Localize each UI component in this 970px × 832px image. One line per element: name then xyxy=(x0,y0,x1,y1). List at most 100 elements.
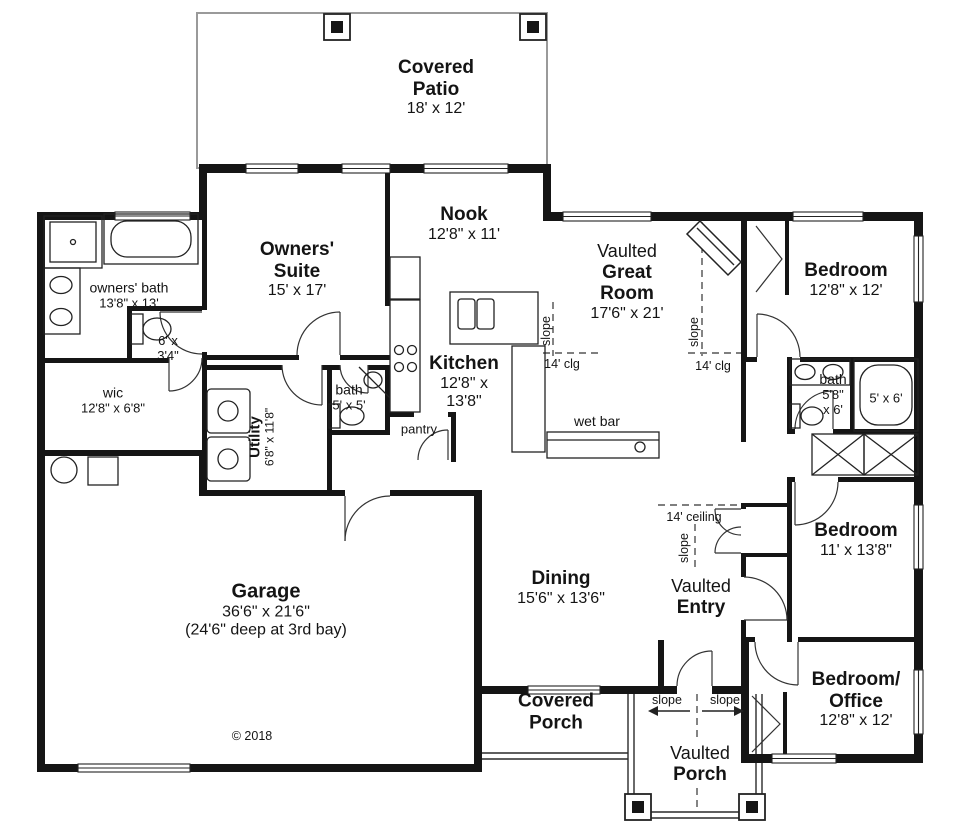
door-swing xyxy=(159,311,203,355)
double-vanity xyxy=(43,267,81,335)
ceiling-height-right-text: 14' clg xyxy=(695,358,731,373)
label-toilet-room-dims: 6' x 3'4" xyxy=(157,333,179,364)
toilet xyxy=(130,313,172,345)
window xyxy=(562,211,652,222)
owners-bath-name: owners' bath xyxy=(89,279,169,296)
utility-name: Utility xyxy=(246,416,264,458)
door-swing xyxy=(281,364,323,406)
utility-fixtures xyxy=(206,388,251,482)
vaulted-entry-pre: Vaulted xyxy=(671,575,731,596)
windows xyxy=(77,163,924,773)
bathtub xyxy=(853,358,919,432)
bath-2-name: bath xyxy=(819,371,847,388)
door-swing xyxy=(168,357,203,392)
patio-outline xyxy=(196,12,548,169)
door-swing xyxy=(344,495,391,542)
window xyxy=(913,235,924,303)
slope-direction-arrows xyxy=(648,706,744,716)
owners-suite-name-2: Suite xyxy=(273,260,321,282)
label-slope-top-left: slope xyxy=(539,316,553,346)
bedroom-1-name: Bedroom xyxy=(804,260,888,282)
counter xyxy=(389,299,421,413)
copyright-notice: © 2018 xyxy=(232,729,273,743)
label-slope-porch-left: slope xyxy=(652,693,682,707)
garage-name: Garage xyxy=(231,580,301,603)
slope-top-right-text: slope xyxy=(686,317,701,347)
entry-ceiling-text: 14' ceiling xyxy=(666,509,722,524)
nook-name: Nook xyxy=(440,204,488,226)
window xyxy=(423,163,509,174)
covered-porch-name-2: Porch xyxy=(529,712,583,733)
window xyxy=(245,163,299,174)
label-ceiling-height-left: 14' clg xyxy=(544,357,580,371)
bath-2-dims-1: 5'8" xyxy=(822,387,844,403)
bedroom-1-dims: 12'8" x 12' xyxy=(809,281,883,299)
closet-door-swing xyxy=(714,526,742,554)
bath-1-name: bath xyxy=(335,381,363,398)
door-swing xyxy=(756,313,801,358)
label-nook: Nook 12'8" x 11' xyxy=(428,204,500,244)
window xyxy=(341,163,391,174)
label-great-room: Vaulted Great Room 17'6" x 21' xyxy=(590,241,663,323)
garage-door xyxy=(77,763,191,773)
owners-suite-name-1: Owners' xyxy=(259,239,335,261)
label-kitchen: Kitchen 12'8" x 13'8" xyxy=(429,353,499,411)
walls xyxy=(37,164,923,772)
door-swing xyxy=(794,481,839,526)
window xyxy=(527,685,601,695)
toilet-room-dims-2: 3'4" xyxy=(157,348,179,363)
toilet xyxy=(789,403,824,429)
label-vaulted-porch: Vaulted Porch xyxy=(670,743,730,785)
great-room-vaulted: Vaulted xyxy=(597,240,657,261)
porch-post xyxy=(738,793,766,821)
covered-patio-dims: 18' x 12' xyxy=(406,100,466,118)
slope-porch-right-text: slope xyxy=(710,692,740,707)
label-utility: Utility 6'8" x 11'8" xyxy=(247,408,278,466)
label-pantry: pantry xyxy=(401,422,437,438)
bifold-closet-doors xyxy=(751,695,781,753)
dining-name: Dining xyxy=(531,568,591,590)
label-wet-bar: wet bar xyxy=(574,413,620,430)
closet-door-swing xyxy=(714,508,742,536)
furnace xyxy=(87,456,119,486)
counter xyxy=(511,345,546,453)
great-room-name-1: Great xyxy=(602,261,652,283)
label-bath-1: bath 5' x 5' xyxy=(332,381,366,414)
bedroom-2-name: Bedroom xyxy=(814,520,898,542)
bedroom-office-name-2: Office xyxy=(829,690,883,712)
sink xyxy=(358,366,391,399)
label-bedroom-1: Bedroom 12'8" x 12' xyxy=(804,260,887,300)
label-bedroom-2: Bedroom 11' x 13'8" xyxy=(814,520,897,560)
label-owners-bath: owners' bath 13'8" x 13' xyxy=(89,279,169,312)
kitchen-fixtures xyxy=(389,256,546,453)
double-sink xyxy=(457,298,495,330)
wet-bar-counter xyxy=(546,431,660,459)
wet-bar-name: wet bar xyxy=(574,413,620,430)
wic-dims: 12'8" x 6'8" xyxy=(80,400,146,416)
kitchen-name: Kitchen xyxy=(429,352,499,374)
door-swing xyxy=(743,576,788,621)
bedroom-office-dims: 12'8" x 12' xyxy=(819,712,893,730)
cooktop xyxy=(393,344,418,373)
vaulted-entry-name: Entry xyxy=(676,596,726,618)
vaulted-porch-name: Porch xyxy=(673,763,727,785)
double-vanity xyxy=(789,358,851,386)
great-room-dims: 17'6" x 21' xyxy=(590,304,664,322)
label-covered-porch: Covered Porch xyxy=(518,690,594,733)
water-heater xyxy=(50,456,78,484)
posts xyxy=(323,13,766,821)
fireplace xyxy=(685,219,743,277)
slope-entry-text: slope xyxy=(676,533,691,563)
window xyxy=(913,669,924,735)
porch-post xyxy=(624,793,652,821)
label-entry-ceiling: 14' ceiling xyxy=(666,510,721,524)
window xyxy=(771,753,837,764)
toilet xyxy=(328,403,365,429)
wic-name: wic xyxy=(102,384,124,401)
bath-1-dims: 5' x 5' xyxy=(332,397,366,413)
kitchen-dims-1: 12'8" x xyxy=(440,374,488,392)
utility-dims: 6'8" x 11'8" xyxy=(262,407,277,467)
linen-closets xyxy=(811,433,919,476)
